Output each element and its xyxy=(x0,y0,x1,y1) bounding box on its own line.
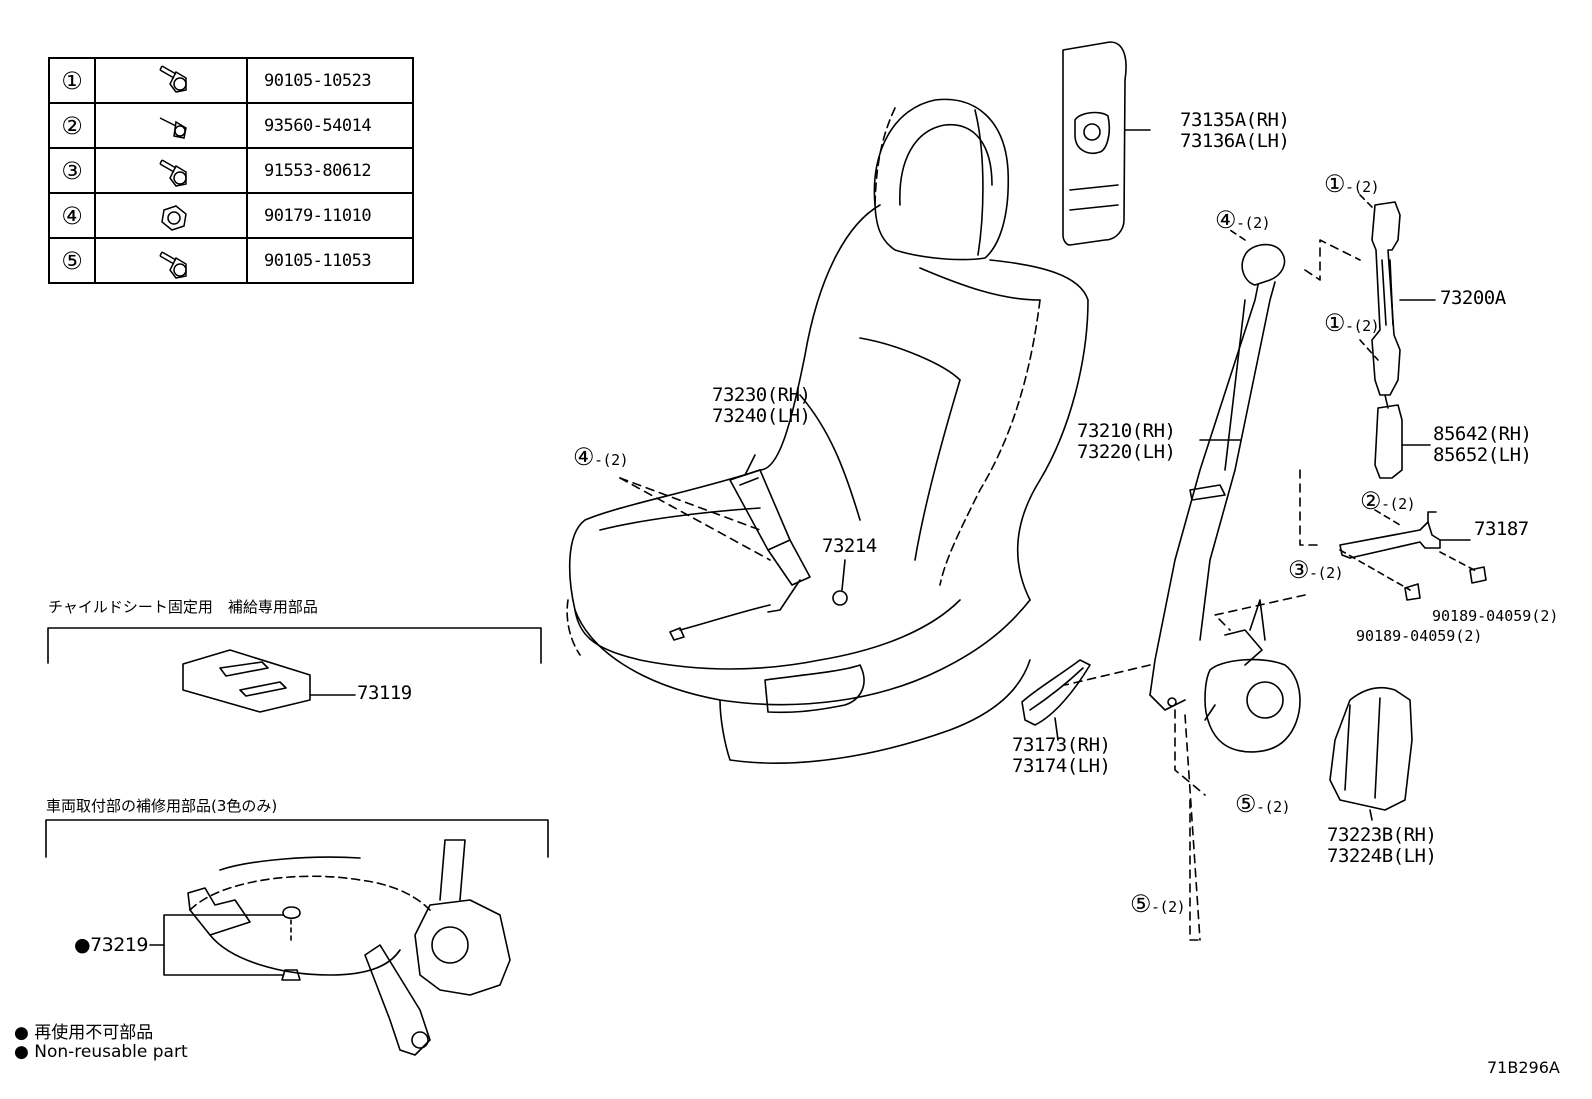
label-belt-rh: 73210(RH) xyxy=(1077,420,1176,442)
callout-4-buckle: ④-(2) xyxy=(573,443,629,471)
label-belt-lh: 73220(LH) xyxy=(1077,441,1176,463)
label-retractor-bracket: 73187 xyxy=(1474,518,1529,540)
fastener-part-number: 91553-80612 xyxy=(246,147,414,194)
screw-icon xyxy=(94,102,248,149)
callout-2-bracket: ②-(2) xyxy=(1360,487,1416,515)
scuff-cover-drawing xyxy=(1021,659,1091,741)
fastener-symbol: ② xyxy=(48,102,96,149)
label-scuff-cover-lh: 73174(LH) xyxy=(1012,755,1111,777)
label-buckle-lh: 73240(LH) xyxy=(712,405,811,427)
fastener-symbol: ④ xyxy=(48,192,96,239)
fastener-table: ① 90105-10523 ② 93560-54014 ③ 91553-80612 ④ 901… xyxy=(48,57,414,284)
child-seat-part-drawing xyxy=(182,649,356,713)
fastener-row: ② 93560-54014 xyxy=(48,102,414,149)
callout-3-bracket: ③-(2) xyxy=(1288,556,1344,584)
fastener-row: ④ 90179-11010 xyxy=(48,192,414,239)
fastener-part-number: 93560-54014 xyxy=(246,102,414,149)
fastener-part-number: 90179-11010 xyxy=(246,192,414,239)
fastener-row: ③ 91553-80612 xyxy=(48,147,414,194)
repair-part-drawing xyxy=(149,839,511,1056)
flange-bolt-icon xyxy=(159,251,187,279)
callout-5-retractor: ⑤-(2) xyxy=(1235,790,1291,818)
callout-1-mid: ①-(2) xyxy=(1324,309,1380,337)
flange-nut-icon xyxy=(161,205,187,231)
fastener-symbol: ⑤ xyxy=(48,237,96,284)
fastener-part-number: 90105-11053 xyxy=(246,237,414,284)
label-scuff-cover-rh: 73173(RH) xyxy=(1012,734,1111,756)
label-retractor-cover-rh: 73223B(RH) xyxy=(1327,824,1437,846)
repair-section-title: 車両取付部の補修用部品(3色のみ) xyxy=(46,797,278,815)
height-adjuster-drawing xyxy=(1371,201,1436,479)
label-buckle-rh: 73230(RH) xyxy=(712,384,811,406)
callout-1-top: ①-(2) xyxy=(1324,170,1380,198)
fastener-row: ⑤ 90105-11053 xyxy=(48,237,414,284)
flange-bolt-icon xyxy=(159,65,187,93)
drawing-code: 71B296A xyxy=(1487,1058,1560,1077)
label-height-adjuster: 73200A xyxy=(1440,287,1506,309)
fastener-part-number: 90105-10523 xyxy=(246,57,414,104)
label-repair-part: ●73219 xyxy=(74,934,149,956)
legend-en: ● Non-reusable part xyxy=(14,1042,188,1062)
label-clip-a: 90189-04059(2) xyxy=(1432,607,1559,625)
fastener-symbol: ① xyxy=(48,57,96,104)
flange-bolt-icon xyxy=(94,237,248,284)
label-retractor-cover-lh: 73224B(LH) xyxy=(1327,845,1437,867)
bracket-drawing xyxy=(1339,511,1487,601)
belt-drawing xyxy=(1149,243,1301,753)
legend-jp: ● 再使用不可部品 xyxy=(14,1023,154,1043)
label-washer: 73214 xyxy=(822,535,877,557)
flange-bolt-icon xyxy=(159,159,187,187)
label-clip-b: 90189-04059(2) xyxy=(1356,627,1483,645)
label-anchor-cover-rh: 85642(RH) xyxy=(1433,423,1532,445)
table-icons xyxy=(159,65,187,279)
flange-nut-icon xyxy=(94,192,248,239)
label-pillar-trim-lh: 73136A(LH) xyxy=(1180,130,1290,152)
label-child-seat-part: 73119 xyxy=(357,682,412,704)
pillar-trim-drawing xyxy=(1062,41,1151,246)
child-seat-section-title: チャイルドシート固定用 補給専用部品 xyxy=(48,598,318,616)
fastener-row: ① 90105-10523 xyxy=(48,57,414,104)
seat-drawing xyxy=(566,98,1089,764)
fastener-symbol: ③ xyxy=(48,147,96,194)
screw-icon xyxy=(159,117,187,139)
label-anchor-cover-lh: 85652(LH) xyxy=(1433,444,1532,466)
flange-bolt-icon xyxy=(94,147,248,194)
retractor-cover-drawing xyxy=(1329,686,1413,821)
label-pillar-trim-rh: 73135A(RH) xyxy=(1180,109,1290,131)
callout-5-floor: ⑤-(2) xyxy=(1130,890,1186,918)
callout-4-anchor: ④-(2) xyxy=(1215,206,1271,234)
